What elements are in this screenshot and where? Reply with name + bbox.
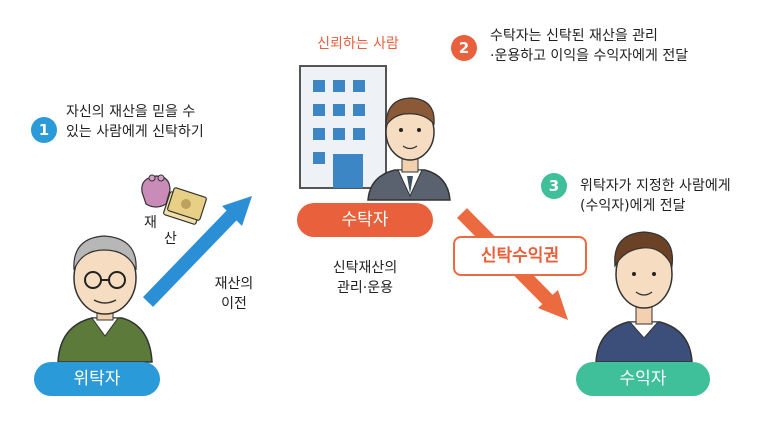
asset-label-char-1: 재 <box>144 215 157 231</box>
step-2-line-1: 수탁자는 신탁된 재산을 관리 <box>490 28 658 44</box>
beneficial-right-box: 신탁수익권 <box>453 236 587 276</box>
beneficiary-person-icon <box>595 231 693 363</box>
step-2-line-2: ·운용하고 이익을 수익자에게 전달 <box>490 48 689 64</box>
management-label-line-2: 관리·운용 <box>337 280 393 296</box>
step-3-line-1: 위탁자가 지정한 사람에게 <box>580 178 731 194</box>
step-1-text: 자신의 재산을 믿을 수 있는 사람에게 신탁하기 <box>66 102 204 142</box>
management-label: 신탁재산의 관리·운용 <box>320 258 410 298</box>
asset-transfer-label: 재산의 이전 <box>204 274 264 314</box>
step-3-text: 위탁자가 지정한 사람에게 (수익자)에게 전달 <box>580 176 731 216</box>
trustee-pill: 수탁자 <box>297 203 433 237</box>
beneficiary-pill: 수익자 <box>576 362 710 396</box>
management-label-line-1: 신탁재산의 <box>332 260 398 276</box>
step-3-badge: 3 <box>541 173 567 199</box>
asset-label-char-2: 산 <box>164 231 177 247</box>
trusted-person-label: 신뢰하는 사람 <box>317 36 399 52</box>
asset-transfer-label-line-1: 재산의 <box>214 276 254 292</box>
step-1-line-2: 있는 사람에게 신탁하기 <box>66 124 204 140</box>
truster-person-icon <box>57 235 153 363</box>
step-2-text: 수탁자는 신탁된 재산을 관리 ·운용하고 이익을 수익자에게 전달 <box>490 26 688 66</box>
truster-pill: 위탁자 <box>34 362 160 396</box>
banknotes-icon <box>163 187 207 225</box>
asset-transfer-label-line-2: 이전 <box>221 296 247 312</box>
asset-transfer-arrow <box>142 196 252 307</box>
step-1-line-1: 자신의 재산을 믿을 수 <box>66 104 196 120</box>
step-2-badge: 2 <box>451 35 477 61</box>
money-purse-icon <box>141 174 171 208</box>
step-1-badge: 1 <box>31 117 57 143</box>
building-icon <box>299 65 387 189</box>
step-3-line-2: (수익자)에게 전달 <box>580 198 686 214</box>
trustee-person-icon <box>367 97 451 201</box>
